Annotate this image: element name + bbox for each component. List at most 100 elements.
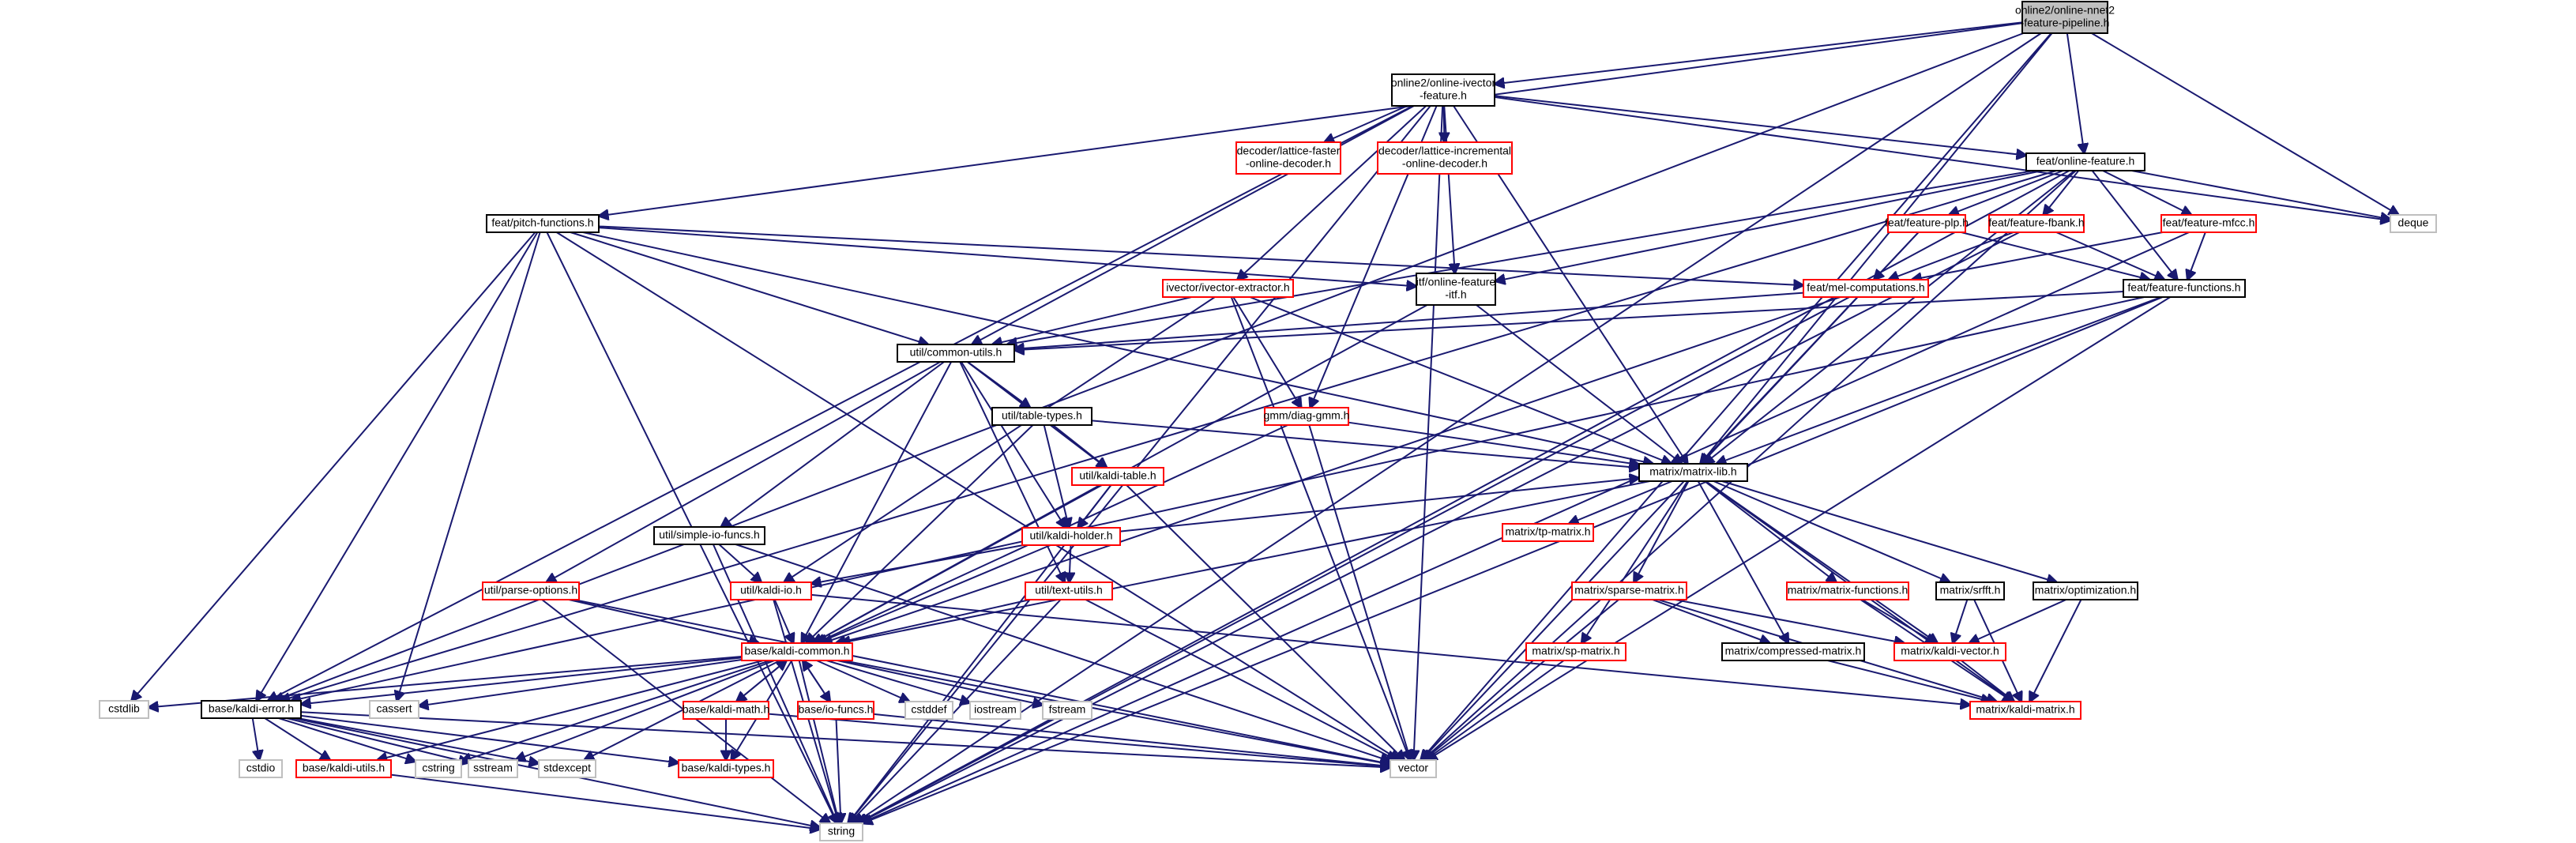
- node-onlinefeat[interactable]: feat/online-feature.h: [2025, 152, 2145, 171]
- node-label-string: string: [828, 825, 855, 837]
- node-box-pitch: [486, 214, 600, 233]
- node-label-cstring: cstring: [422, 762, 454, 774]
- node-label-onlinefeat: feat/online-feature.h: [2036, 155, 2135, 167]
- node-fbank[interactable]: feat/feature-fbank.h: [1988, 214, 2085, 233]
- node-kaldicommon[interactable]: base/kaldi-common.h: [741, 642, 853, 661]
- node-root[interactable]: online2/online-nnet2-feature-pipeline.h: [2015, 1, 2115, 34]
- node-label-sparse: matrix/sparse-matrix.h: [1574, 584, 1683, 596]
- node-kaldiholder[interactable]: util/kaldi-holder.h: [1021, 527, 1121, 546]
- edge-kaldicommon-to-string: [798, 660, 840, 823]
- node-kaldimatrix[interactable]: matrix/kaldi-matrix.h: [1969, 701, 2081, 720]
- node-tabletypes[interactable]: util/table-types.h: [991, 407, 1092, 426]
- node-label-vector: vector: [1398, 762, 1428, 774]
- node-compressed[interactable]: matrix/compressed-matrix.h: [1721, 642, 1865, 661]
- node-label-latinc: decoder/lattice-incremental: [1378, 145, 1511, 157]
- node-label-kaldimath: base/kaldi-math.h: [683, 703, 770, 716]
- node-label-srfft: matrix/srfft.h: [1940, 584, 2001, 596]
- node-optim[interactable]: matrix/optimization.h: [2033, 581, 2138, 600]
- node-box-cstdio: [239, 759, 283, 778]
- node-kalditypes[interactable]: base/kaldi-types.h: [678, 759, 774, 778]
- node-box-compressed: [1721, 642, 1865, 661]
- edge-matrixlib-to-sparse: [1634, 480, 1690, 582]
- node-kalditable[interactable]: util/kaldi-table.h: [1071, 467, 1164, 486]
- edge-plp-to-featfuncs: [1961, 231, 2150, 280]
- node-box-optim: [2033, 581, 2138, 600]
- edge-simpleio-to-string: [712, 544, 837, 823]
- node-kaldiio[interactable]: util/kaldi-io.h: [730, 581, 812, 600]
- node-iofuncs[interactable]: base/io-funcs.h: [797, 701, 874, 720]
- node-spmatrix[interactable]: matrix/sp-matrix.h: [1525, 642, 1626, 661]
- edge-simpleio-to-vector: [735, 544, 1390, 761]
- node-kaldierror[interactable]: base/kaldi-error.h: [201, 700, 302, 719]
- node-commonutils[interactable]: util/common-utils.h: [897, 344, 1015, 363]
- node-plp[interactable]: feat/feature-plp.h: [1885, 214, 1969, 233]
- edge-melcomp-to-string: [858, 296, 1850, 823]
- node-box-simpleio: [653, 526, 765, 545]
- node-srfft[interactable]: matrix/srfft.h: [1935, 581, 2005, 600]
- node-box-matrixlib: [1638, 463, 1748, 482]
- edge-root-to-matrixlib: [1700, 32, 2053, 464]
- node-latinc[interactable]: decoder/lattice-incremental-online-decod…: [1377, 141, 1513, 175]
- edge-root-to-onlinefeat: [2066, 32, 2085, 153]
- edge-spmatrix-to-vector: [1425, 660, 1565, 760]
- node-box-stdexcept: [538, 759, 596, 778]
- node-box-kaldiutils: [295, 759, 392, 778]
- edge-mfcc-to-melcomp: [1912, 231, 2163, 280]
- edge-tabletypes-to-kalditable: [1052, 424, 1107, 468]
- edge-sparse-to-kaldivector: [1675, 599, 1905, 643]
- edge-tabletypes-to-kaldiholder: [1043, 424, 1070, 528]
- edge-ivfeat-to-deque: [1494, 96, 2390, 220]
- node-matfuncs[interactable]: matrix/matrix-functions.h: [1786, 581, 1909, 600]
- edge-melcomp-to-kaldicommon: [822, 296, 1841, 643]
- node-label-ivextr: ivector/ivector-extractor.h: [1166, 281, 1289, 294]
- node-pitch[interactable]: feat/pitch-functions.h: [486, 214, 600, 233]
- node-label-kaldiio: util/kaldi-io.h: [740, 584, 802, 596]
- edge-featfuncs-to-vector: [1427, 296, 2171, 760]
- node-diaggmm[interactable]: gmm/diag-gmm.h: [1264, 407, 1350, 426]
- node-tpmatrix[interactable]: matrix/tp-matrix.h: [1502, 523, 1594, 542]
- node-matrixlib[interactable]: matrix/matrix-lib.h: [1638, 463, 1748, 482]
- node-box-onlinefeat: [2025, 152, 2145, 171]
- edge-ivfeat-to-kaldierror: [268, 105, 1413, 701]
- edge-ivfeat-to-ivextr: [1237, 105, 1427, 280]
- node-label-parseopt: util/parse-options.h: [484, 584, 577, 596]
- edge-featfuncs-to-matrixlib: [1717, 296, 2162, 464]
- node-kaldivector[interactable]: matrix/kaldi-vector.h: [1893, 642, 2006, 661]
- node-label-cassert: cassert: [376, 702, 412, 715]
- node-label-kalditypes: base/kaldi-types.h: [682, 762, 771, 774]
- node-ivfeat[interactable]: online2/online-ivector-feature.h: [1391, 73, 1496, 107]
- edge-kaldierror-to-kaldiutils: [264, 717, 330, 760]
- node-label-featfuncs: feat/feature-functions.h: [2127, 281, 2240, 294]
- node-mfcc[interactable]: feat/feature-mfcc.h: [2160, 214, 2257, 233]
- edge-itf-to-matrixlib: [1476, 304, 1682, 464]
- node-ivextr[interactable]: ivector/ivector-extractor.h: [1162, 279, 1294, 298]
- node-label-matrixlib: matrix/matrix-lib.h: [1649, 465, 1736, 478]
- node-box-melcomp: [1803, 279, 1929, 298]
- node-label-commonutils: util/common-utils.h: [910, 346, 1002, 359]
- edge-pitch-to-commonutils: [570, 231, 928, 344]
- node-melcomp[interactable]: feat/mel-computations.h: [1803, 279, 1929, 298]
- edge-onlinefeat-to-deque: [2131, 170, 2390, 220]
- edge-onlinefeat-to-matrixlib: [1704, 170, 2075, 464]
- node-kaldiutils[interactable]: base/kaldi-utils.h: [295, 759, 392, 778]
- node-kaldimath[interactable]: base/kaldi-math.h: [683, 701, 770, 720]
- node-label-latfast: -online-decoder.h: [1246, 157, 1331, 170]
- node-featfuncs[interactable]: feat/feature-functions.h: [2123, 279, 2246, 298]
- edge-ivextr-to-vector: [1230, 296, 1410, 760]
- node-box-kaldierror: [201, 700, 302, 719]
- edge-pitch-to-vector: [556, 231, 1400, 760]
- node-label-latinc: -online-decoder.h: [1402, 157, 1487, 170]
- node-label-fbank: feat/feature-fbank.h: [1988, 216, 2084, 229]
- edge-textutils-to-vector: [1085, 599, 1396, 760]
- node-itf[interactable]: itf/online-feature-itf.h: [1416, 273, 1496, 306]
- node-latfast[interactable]: decoder/lattice-faster-online-decoder.h: [1235, 141, 1341, 175]
- edge-featfuncs-to-kaldierror: [291, 296, 2145, 701]
- node-label-melcomp: feat/mel-computations.h: [1807, 281, 1924, 294]
- node-parseopt[interactable]: util/parse-options.h: [482, 581, 580, 600]
- node-simpleio[interactable]: util/simple-io-funcs.h: [653, 526, 765, 545]
- edge-kaldierror-to-sstream: [286, 717, 468, 762]
- node-textutils[interactable]: util/text-utils.h: [1025, 581, 1113, 600]
- node-box-iostream: [969, 701, 1021, 720]
- node-label-kaldierror: base/kaldi-error.h: [209, 702, 294, 715]
- node-sparse[interactable]: matrix/sparse-matrix.h: [1571, 581, 1687, 600]
